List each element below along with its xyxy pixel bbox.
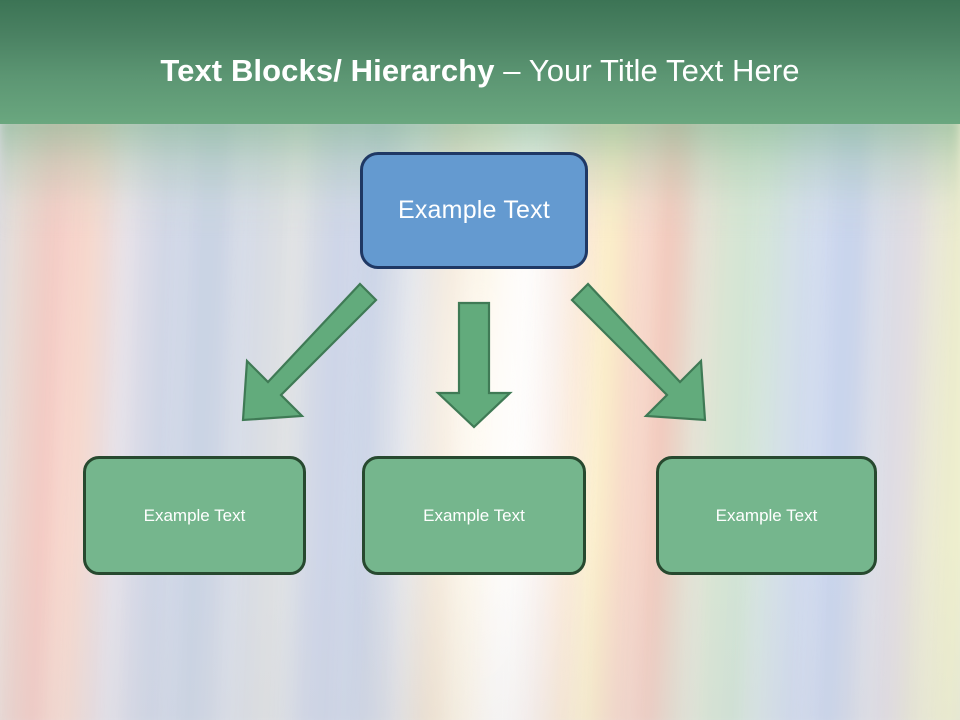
page-title-separator: – — [494, 53, 529, 88]
hierarchy-child-node-2[interactable]: Example Text — [362, 456, 586, 575]
title-bar: Text Blocks/ Hierarchy – Your Title Text… — [0, 0, 960, 124]
hierarchy-child-node-3[interactable]: Example Text — [656, 456, 877, 575]
hierarchy-child-node-1-label: Example Text — [143, 505, 246, 525]
hierarchy-child-node-3-label: Example Text — [715, 505, 818, 525]
page-title: Text Blocks/ Hierarchy – Your Title Text… — [0, 51, 960, 91]
page-title-regular: Your Title Text Here — [528, 53, 800, 88]
hierarchy-child-node-1[interactable]: Example Text — [83, 456, 306, 575]
hierarchy-child-node-2-label: Example Text — [423, 505, 525, 525]
page-title-bold: Text Blocks/ Hierarchy — [160, 53, 495, 88]
hierarchy-top-node[interactable]: Example Text — [360, 152, 588, 269]
hierarchy-top-node-label: Example Text — [397, 196, 550, 224]
